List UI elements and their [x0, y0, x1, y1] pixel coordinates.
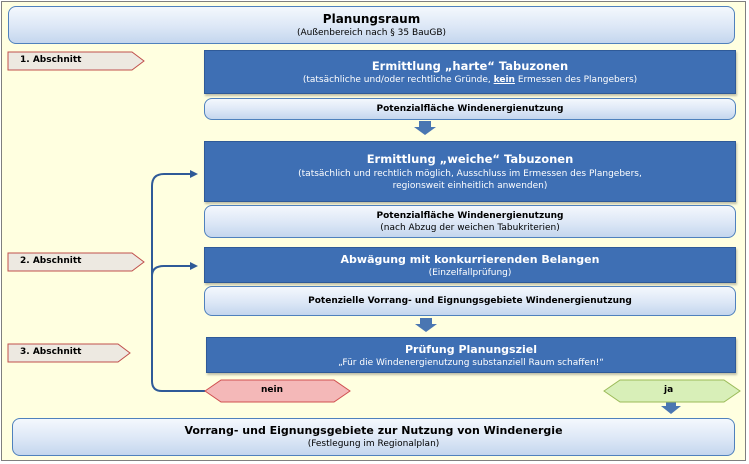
final-title: Vorrang- und Eignungsgebiete zur Nutzung…	[184, 424, 563, 437]
nein-arrow-shape	[204, 379, 351, 403]
feedback-connector-line	[151, 170, 205, 392]
final-box: Vorrang- und Eignungsgebiete zur Nutzung…	[12, 418, 735, 456]
potenzialflaeche-2-box: Potenzialfläche Windenergienutzung (nach…	[204, 205, 736, 238]
harte-tabuzonen-title: Ermittlung „harte“ Tabuzonen	[371, 59, 569, 73]
harte-sub-post: Ermessen des Plangebers)	[514, 75, 638, 85]
harte-sub-pre: (tatsächliche und/oder rechtliche Gründe…	[302, 75, 494, 85]
weiche-tabuzonen-title: Ermittlung „weiche“ Tabuzonen	[366, 152, 574, 166]
pruefung-box: Prüfung Planungsziel „Für die Windenergi…	[206, 337, 736, 373]
section-tag-1-shape	[7, 51, 145, 71]
feedback-branch-line	[151, 262, 198, 277]
final-subtitle: (Festlegung im Regionalplan)	[307, 439, 440, 449]
pruefung-title: Prüfung Planungsziel	[404, 342, 538, 356]
ja-label: ja	[664, 385, 674, 395]
abwaegung-subtitle: (Einzelfallprüfung)	[428, 267, 512, 278]
ja-arrow-shape	[603, 379, 741, 403]
planungsraum-box: Planungsraum (Außenbereich nach § 35 Bau…	[8, 6, 735, 44]
section-tag-3-shape	[7, 343, 131, 363]
potenzielle-vorrang-title: Potenzielle Vorrang- und Eignungsgebiete…	[308, 296, 632, 306]
potenzialflaeche-1-title: Potenzialfläche Windenergienutzung	[376, 104, 564, 114]
potenzialflaeche-2-title: Potenzialfläche Windenergienutzung	[376, 210, 564, 221]
weiche-tabuzonen-line1: (tatsächlich und rechtlich möglich, Auss…	[298, 169, 642, 179]
section-tag-2-label: 2. Abschnitt	[20, 256, 82, 266]
weiche-tabuzonen-line2: regionsweit einheitlich anwenden)	[392, 181, 548, 191]
potenzialflaeche-1-box: Potenzialfläche Windenergienutzung	[204, 98, 736, 120]
down-arrow-1	[414, 121, 436, 135]
down-arrow-3	[661, 400, 681, 414]
down-arrow-2	[415, 318, 437, 332]
harte-tabuzonen-box: Ermittlung „harte“ Tabuzonen (tatsächlic…	[204, 50, 736, 94]
potenzielle-vorrang-box: Potenzielle Vorrang- und Eignungsgebiete…	[204, 286, 736, 316]
potenzialflaeche-2-subtitle: (nach Abzug der weichen Tabukriterien)	[380, 222, 560, 233]
section-tag-2-shape	[7, 252, 145, 272]
nein-label: nein	[261, 385, 284, 395]
weiche-tabuzonen-box: Ermittlung „weiche“ Tabuzonen (tatsächli…	[204, 141, 736, 202]
harte-sub-kein: kein	[493, 75, 515, 85]
abwaegung-title: Abwägung mit konkurrierenden Belangen	[340, 252, 600, 266]
planungsraum-subtitle: (Außenbereich nach § 35 BauGB)	[296, 27, 447, 38]
section-tag-1-label: 1. Abschnitt	[20, 55, 82, 65]
planungsraum-title: Planungsraum	[322, 11, 421, 26]
section-tag-3-label: 3. Abschnitt	[20, 347, 82, 357]
pruefung-subtitle: „Für die Windenergienutzung substanziell…	[338, 357, 604, 368]
abwaegung-box: Abwägung mit konkurrierenden Belangen (E…	[204, 247, 736, 283]
harte-tabuzonen-subtitle: (tatsächliche und/oder rechtliche Gründe…	[303, 74, 637, 86]
